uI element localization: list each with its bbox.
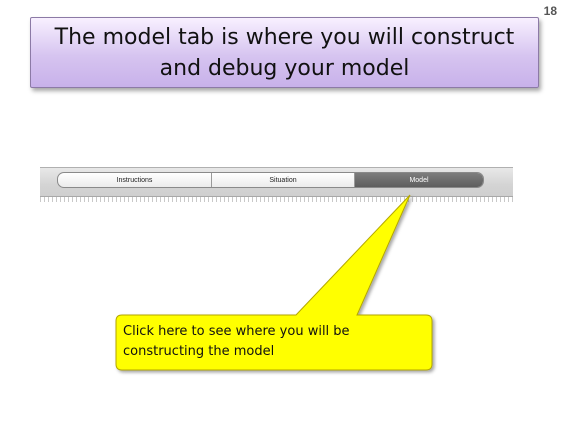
tab-model[interactable]: Model bbox=[355, 173, 483, 187]
ruler-ticks bbox=[40, 197, 513, 202]
tab-situation[interactable]: Situation bbox=[212, 173, 355, 187]
callout-bubble bbox=[115, 194, 433, 371]
segmented-tab-control: Instructions Situation Model bbox=[57, 172, 484, 188]
tab-bar-screenshot: Instructions Situation Model bbox=[40, 167, 513, 202]
slide-title: The model tab is where you will construc… bbox=[54, 24, 515, 81]
callout-text: Click here to see where you will be cons… bbox=[123, 324, 350, 359]
tab-instructions[interactable]: Instructions bbox=[58, 173, 212, 187]
slide-number: 18 bbox=[543, 4, 557, 18]
title-box: The model tab is where you will construc… bbox=[30, 17, 539, 88]
